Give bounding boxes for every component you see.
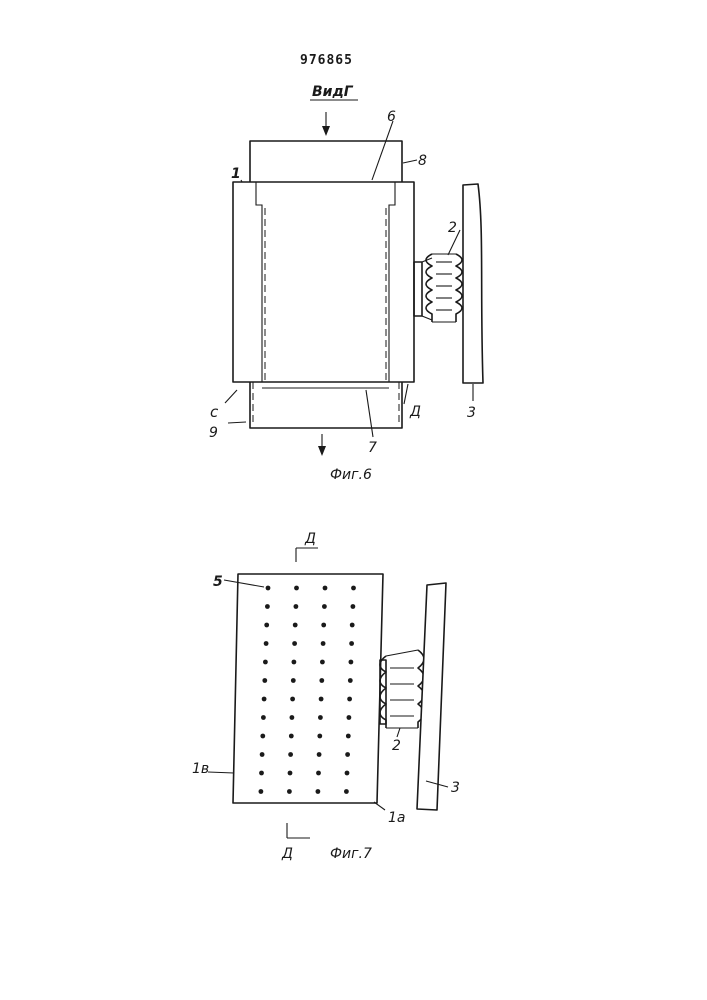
leader-8 [403, 160, 417, 163]
perforation-hole [289, 734, 294, 739]
figure-7-caption: Фиг.7 [330, 846, 372, 862]
perforation-hole [264, 641, 269, 646]
perforation-hole [321, 641, 326, 646]
perforation-hole [319, 697, 324, 702]
perforation-hole [349, 641, 354, 646]
label-8: 8 [418, 153, 427, 169]
perforation-hole [321, 623, 326, 628]
perforation-hole [294, 586, 299, 591]
leader-1b [208, 772, 234, 773]
perforation-hole [293, 623, 298, 628]
view-label: ВидГ [312, 84, 354, 100]
main-body [233, 182, 414, 382]
perforation-hole [261, 715, 266, 720]
perforation-hole [287, 789, 292, 794]
perforation-hole [292, 660, 297, 665]
label-9: 9 [209, 425, 218, 441]
perforation-hole [294, 604, 299, 609]
leader-9 [228, 422, 246, 423]
perforated-plate [233, 574, 383, 803]
label-7: 7 [368, 440, 377, 456]
perforation-hole [351, 586, 356, 591]
label-1: 1 [231, 166, 241, 182]
label-6: 6 [387, 109, 396, 125]
perforation-hole [317, 752, 322, 757]
leader-1a [374, 802, 385, 810]
leader-d [404, 384, 408, 404]
perforation-hole [344, 789, 349, 794]
perforation-hole [259, 771, 264, 776]
patent-number: 976865 [300, 53, 353, 68]
wall-plate-fig7 [417, 583, 446, 810]
section-mark-top [296, 548, 318, 562]
perforation-hole [349, 660, 354, 665]
section-label-top: Д [304, 531, 316, 547]
perforation-hole [318, 715, 323, 720]
perforation-hole [346, 734, 351, 739]
wall-plate-fig6 [463, 184, 483, 383]
perforation-hole [347, 697, 352, 702]
section-label-bottom: Д [281, 846, 293, 862]
perforation-hole [264, 623, 269, 628]
label-5: 5 [213, 574, 223, 590]
perforation-hole [348, 678, 353, 683]
view-arrow [322, 112, 330, 136]
perforation-hole [351, 604, 356, 609]
perforation-hole [259, 789, 264, 794]
bellows-connector-fig6 [414, 254, 462, 322]
perforation-hole [322, 604, 327, 609]
bellows-connector-fig7 [380, 650, 424, 728]
label-d: Д [409, 404, 421, 420]
figure-6-caption: Фиг.6 [330, 467, 372, 483]
leader-7 [366, 390, 373, 437]
label-3-fig7: 3 [451, 780, 460, 796]
perforation-hole [263, 660, 268, 665]
perforation-hole [290, 697, 295, 702]
perforation-hole [347, 715, 352, 720]
perforation-hole [319, 678, 324, 683]
perforation-hole [288, 771, 293, 776]
flow-arrow [318, 434, 326, 456]
perforation-hole [260, 752, 265, 757]
perforation-hole [320, 660, 325, 665]
perforation-hole [262, 678, 267, 683]
perforation-hole [317, 734, 322, 739]
perforation-hole [262, 697, 267, 702]
label-1a: 1а [388, 810, 406, 826]
leader-2-fig7 [397, 728, 400, 737]
perforation-hole [316, 789, 321, 794]
perforation-hole [345, 752, 350, 757]
leader-c [225, 390, 237, 403]
label-1b: 1в [192, 761, 209, 777]
perforation-hole [291, 678, 296, 683]
perforation-hole [288, 752, 293, 757]
perforation-hole [266, 586, 271, 591]
leader-6 [372, 121, 393, 180]
perforation-hole [316, 771, 321, 776]
figure-6: ВидГ [209, 84, 483, 483]
perforation-hole [323, 586, 328, 591]
section-mark-bottom [287, 823, 310, 838]
perforation-hole [265, 604, 270, 609]
label-c: с [210, 403, 219, 421]
perforation-hole [345, 771, 350, 776]
figure-7: Д Д 5 1в 1а [192, 531, 460, 862]
perforation-hole [350, 623, 355, 628]
label-3: 3 [467, 405, 476, 421]
perforation-hole [292, 641, 297, 646]
perforation-hole [290, 715, 295, 720]
label-2-fig7: 2 [392, 738, 401, 754]
perforation-hole [260, 734, 265, 739]
label-2: 2 [448, 220, 457, 236]
